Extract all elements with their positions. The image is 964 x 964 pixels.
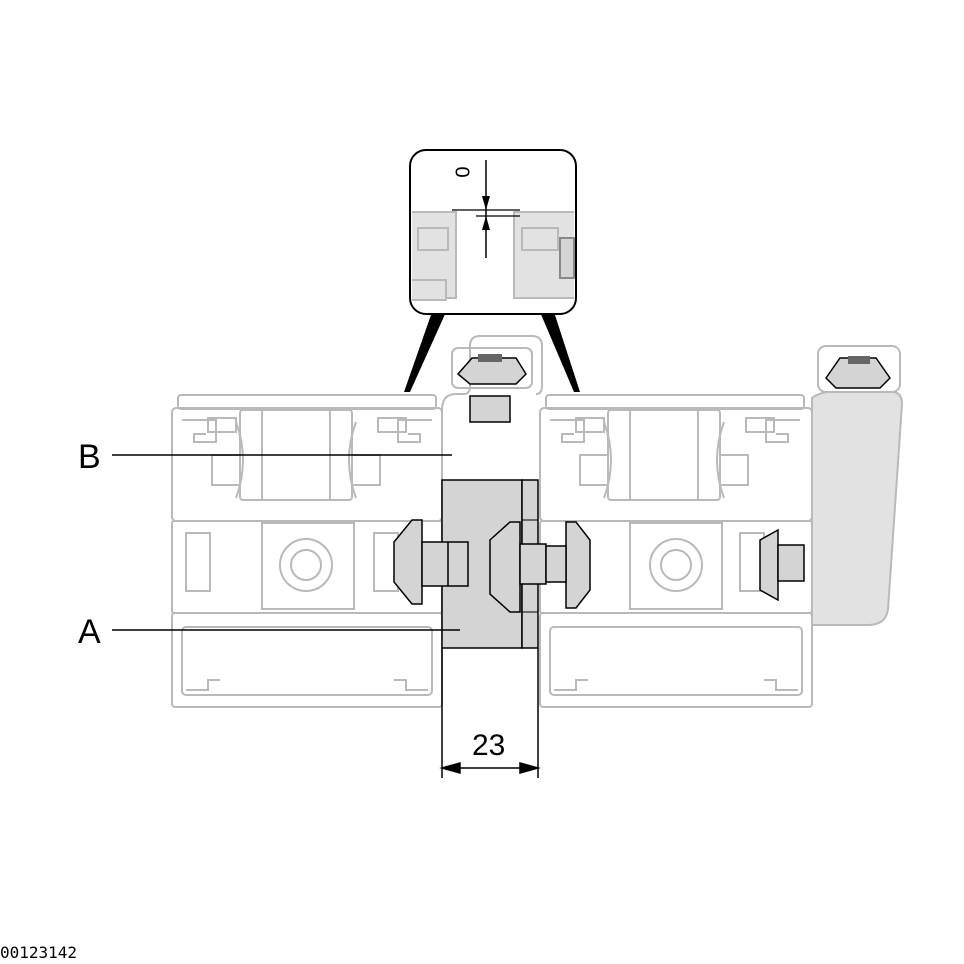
label-b: B <box>78 438 101 476</box>
t-bolts <box>393 519 591 613</box>
side-cover <box>759 345 904 626</box>
top-fastener <box>456 354 527 423</box>
dimension-23 <box>439 648 541 778</box>
document-id: 00123142 <box>0 943 78 962</box>
leader-lines <box>112 454 460 631</box>
detail-gap-text: 0 <box>452 166 475 178</box>
dimension-width-text: 23 <box>472 729 506 762</box>
label-a: A <box>78 613 101 651</box>
detail-callout <box>404 149 580 392</box>
strip-part-b <box>441 335 543 480</box>
